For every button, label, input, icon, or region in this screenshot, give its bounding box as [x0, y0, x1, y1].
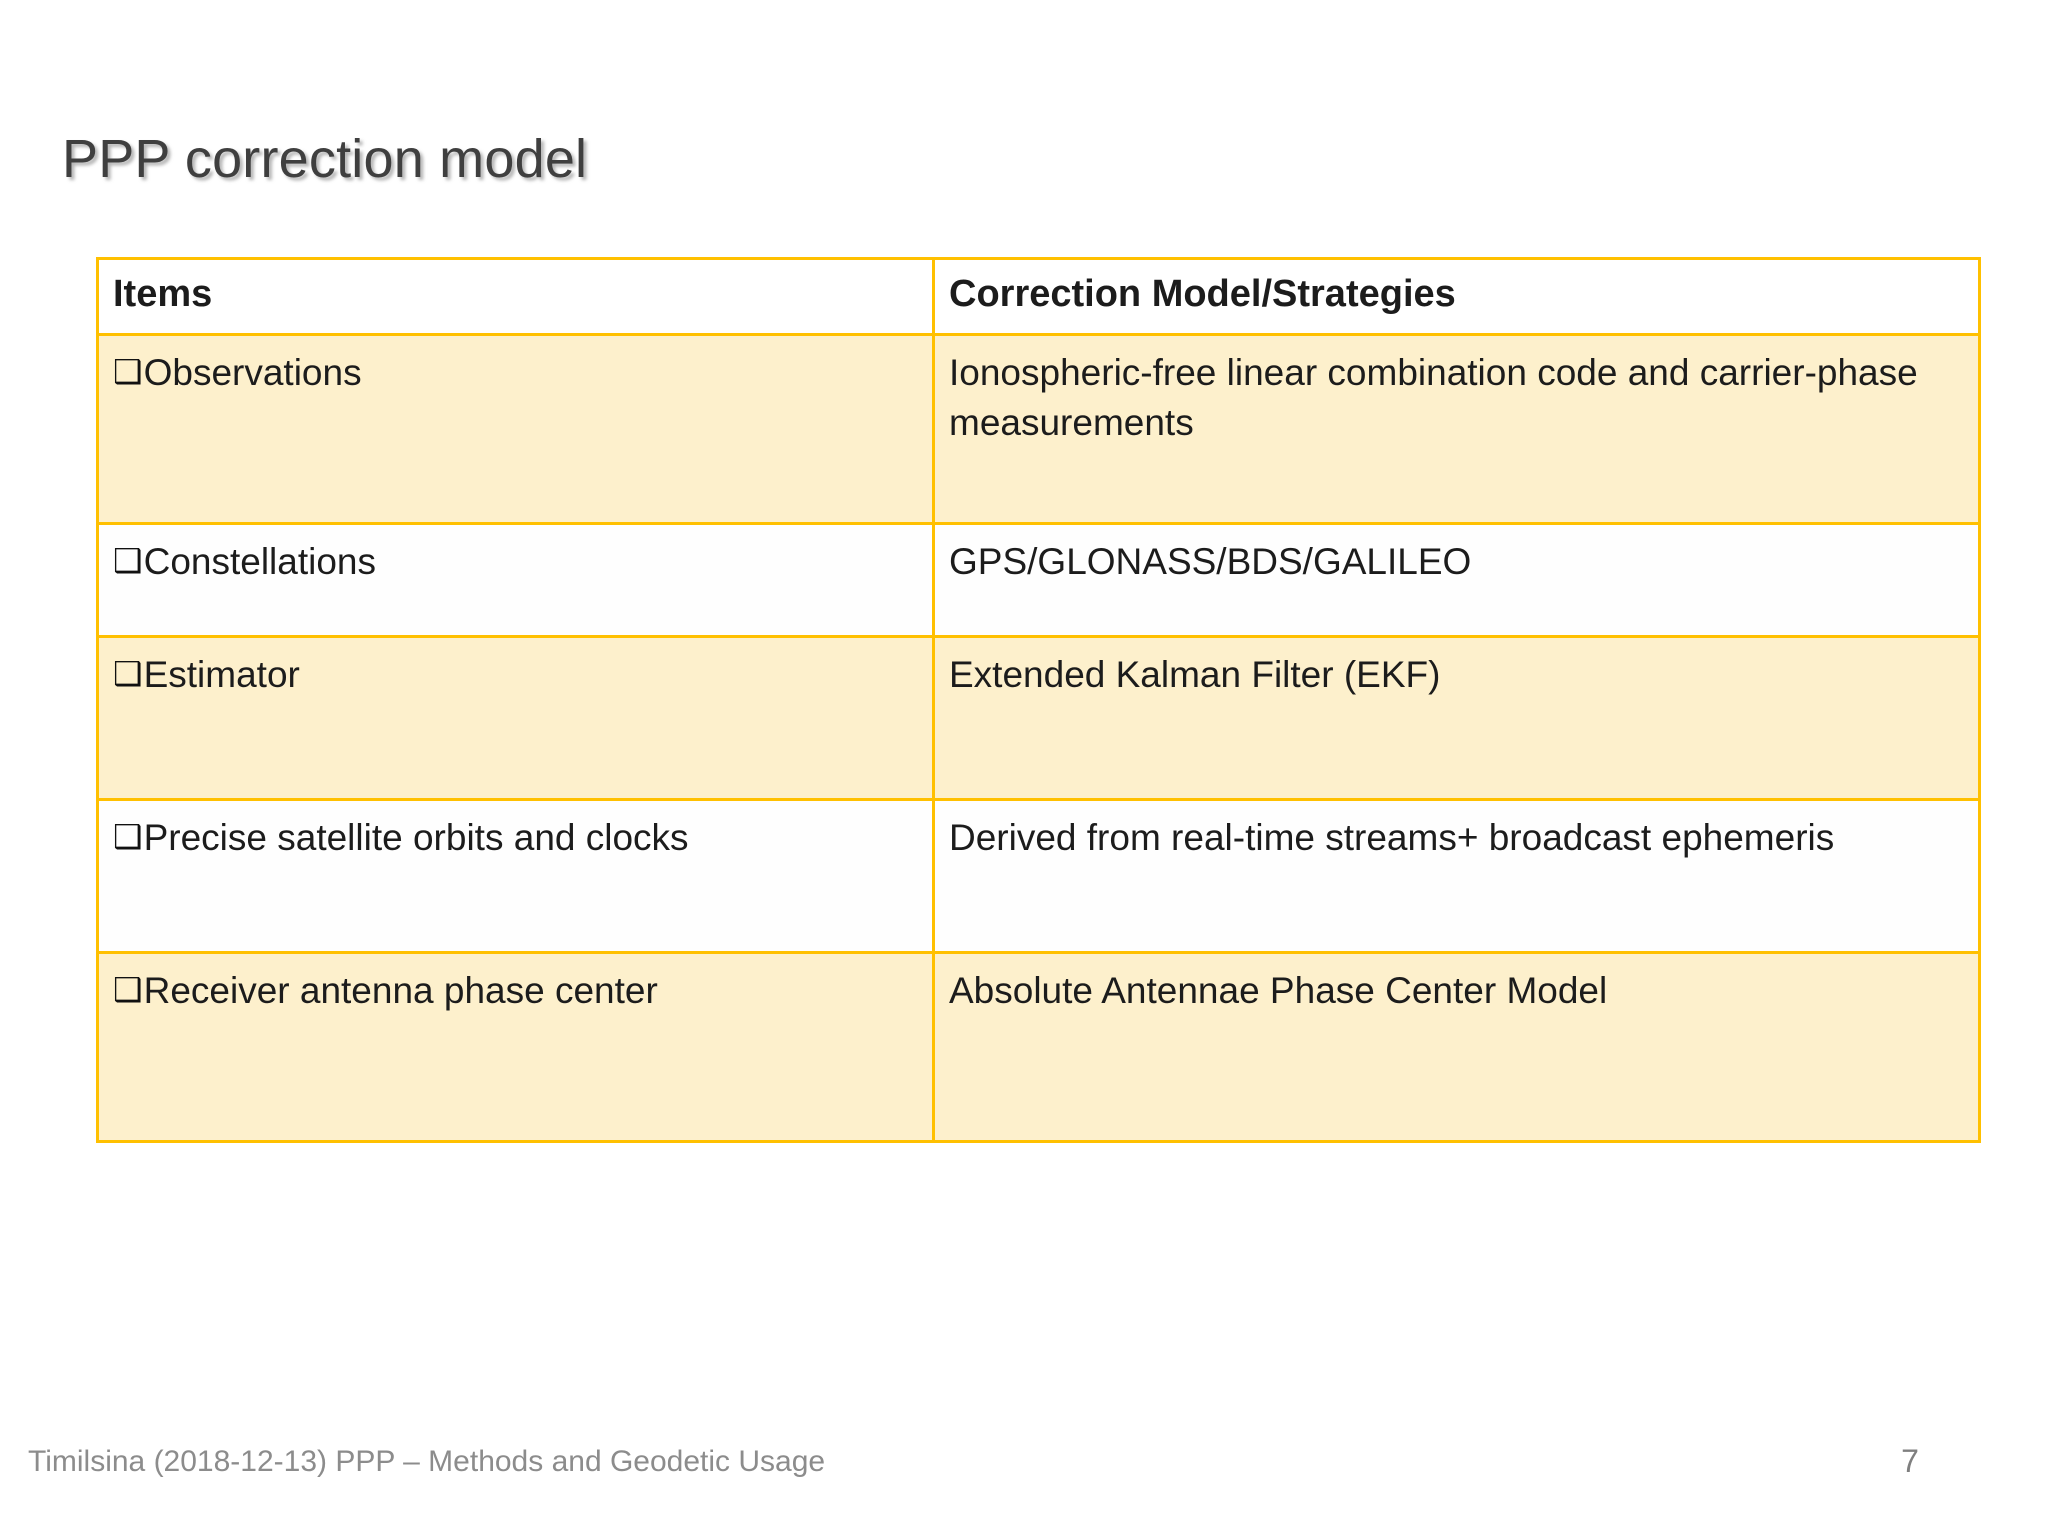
checkbox-bullet-icon: ❑: [113, 541, 143, 580]
page-title: PPP correction model: [62, 129, 588, 189]
item-label: Receiver antenna phase center: [143, 970, 658, 1011]
cell-model: Ionospheric-free linear combination code…: [932, 333, 1981, 525]
cell-model: Absolute Antennae Phase Center Model: [932, 951, 1981, 1143]
checkbox-bullet-icon: ❑: [113, 654, 143, 693]
cell-item: ❑Constellations: [96, 522, 935, 638]
cell-model: GPS/GLONASS/BDS/GALILEO: [932, 522, 1981, 638]
table-row: ❑Constellations GPS/GLONASS/BDS/GALILEO: [96, 522, 1981, 638]
cell-model: Extended Kalman Filter (EKF): [932, 635, 1981, 801]
slide-page-number: 7: [1901, 1443, 1919, 1479]
cell-item: ❑Estimator: [96, 635, 935, 801]
column-header-items: Items: [96, 257, 935, 336]
column-header-correction-model: Correction Model/Strategies: [932, 257, 1981, 336]
cell-item: ❑Observations: [96, 333, 935, 525]
cell-item: ❑Precise satellite orbits and clocks: [96, 798, 935, 954]
checkbox-bullet-icon: ❑: [113, 352, 143, 391]
table-row: ❑Receiver antenna phase center Absolute …: [96, 951, 1981, 1143]
table-row: ❑Precise satellite orbits and clocks Der…: [96, 798, 1981, 954]
item-label: Precise satellite orbits and clocks: [143, 817, 689, 858]
checkbox-bullet-icon: ❑: [113, 817, 143, 856]
item-label: Observations: [143, 352, 362, 393]
table-header-row: Items Correction Model/Strategies: [96, 257, 1981, 336]
ppp-correction-model-table: Items Correction Model/Strategies ❑Obser…: [96, 257, 1981, 1143]
checkbox-bullet-icon: ❑: [113, 970, 143, 1009]
item-label: Estimator: [143, 654, 300, 695]
footer-attribution: Timilsina (2018-12-13) PPP – Methods and…: [28, 1445, 826, 1478]
cell-model: Derived from real-time streams+ broadcas…: [932, 798, 1981, 954]
item-label: Constellations: [143, 541, 376, 582]
table-row: ❑Observations Ionospheric-free linear co…: [96, 333, 1981, 525]
cell-item: ❑Receiver antenna phase center: [96, 951, 935, 1143]
table-row: ❑Estimator Extended Kalman Filter (EKF): [96, 635, 1981, 801]
